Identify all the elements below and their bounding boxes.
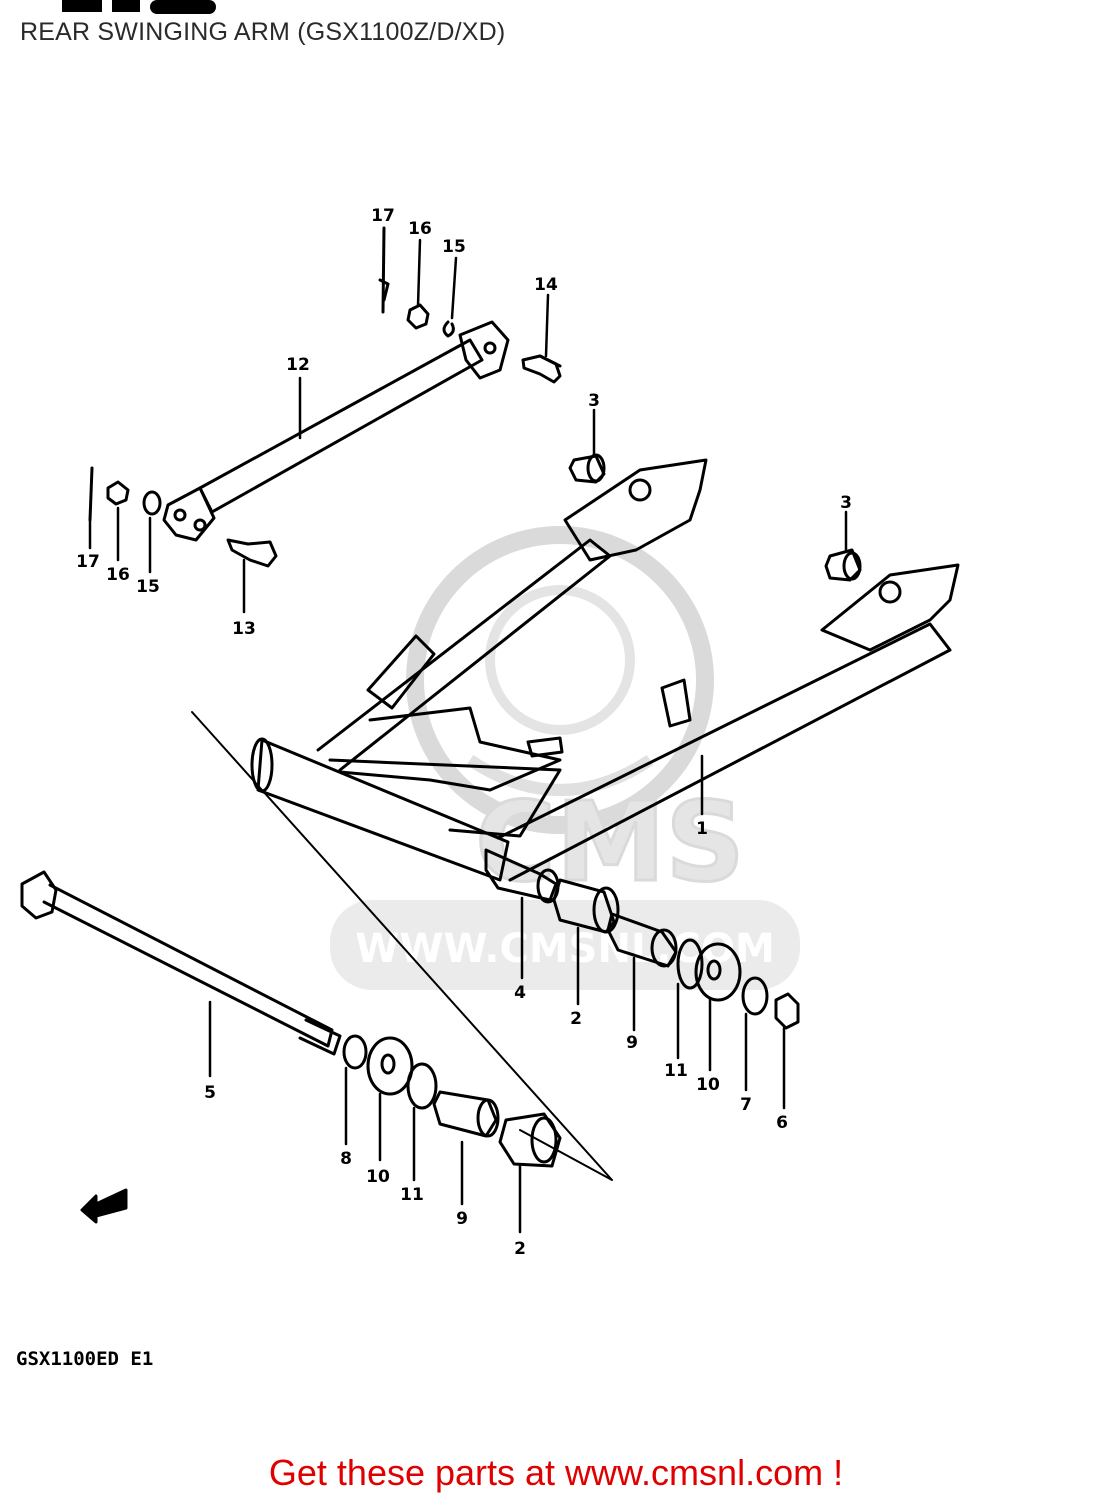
callout-15-top: 15 [442, 237, 466, 257]
torque-rod-hardware [88, 226, 562, 568]
top-logo-fragment [62, 0, 216, 14]
alignment-line [191, 711, 613, 1181]
callout-2-lower: 2 [514, 1239, 526, 1259]
callout-2-upper: 2 [570, 1009, 582, 1029]
callout-13: 13 [232, 619, 256, 639]
torque-rod [162, 320, 510, 542]
callout-16-left: 16 [106, 565, 130, 585]
pivot-shaft [20, 870, 342, 1056]
callout-11-lower: 11 [400, 1185, 424, 1205]
callout-15-left: 15 [136, 577, 160, 597]
callout-14: 14 [534, 275, 558, 295]
callout-4: 4 [514, 983, 526, 1003]
footer-cta-link[interactable]: Get these parts at www.cmsnl.com ! [268, 1452, 844, 1493]
callout-3-left: 3 [588, 391, 600, 411]
callout-17-left: 17 [76, 552, 100, 572]
watermark-brand: CMS [475, 778, 744, 906]
callout-10-upper: 10 [696, 1075, 720, 1095]
leader-lines [88, 238, 848, 1234]
callout-11-upper: 11 [664, 1061, 688, 1081]
callout-1: 1 [696, 819, 708, 839]
callout-10-lower: 10 [366, 1167, 390, 1187]
callout-17-top: 17 [371, 206, 395, 226]
callout-numbers: 17 16 15 14 12 3 3 17 16 15 13 1 4 2 9 1… [76, 206, 852, 1259]
rubber-bushings [568, 453, 862, 582]
callout-6: 6 [776, 1113, 788, 1133]
callout-9-upper: 9 [626, 1033, 638, 1053]
callout-3-right: 3 [840, 493, 852, 513]
callout-5: 5 [204, 1083, 216, 1103]
swing-arm-body [250, 458, 960, 882]
model-code: GSX1100ED E1 [16, 1348, 154, 1370]
callout-7: 7 [740, 1095, 752, 1115]
diagram-title: REAR SWINGING ARM (GSX1100Z/D/XD) [20, 18, 506, 46]
callout-12: 12 [286, 355, 310, 375]
pivot-hardware [342, 848, 800, 1168]
front-arrow-icon [80, 1188, 128, 1224]
callout-8: 8 [340, 1149, 352, 1169]
callout-9-lower: 9 [456, 1209, 468, 1229]
callout-16-top: 16 [408, 219, 432, 239]
